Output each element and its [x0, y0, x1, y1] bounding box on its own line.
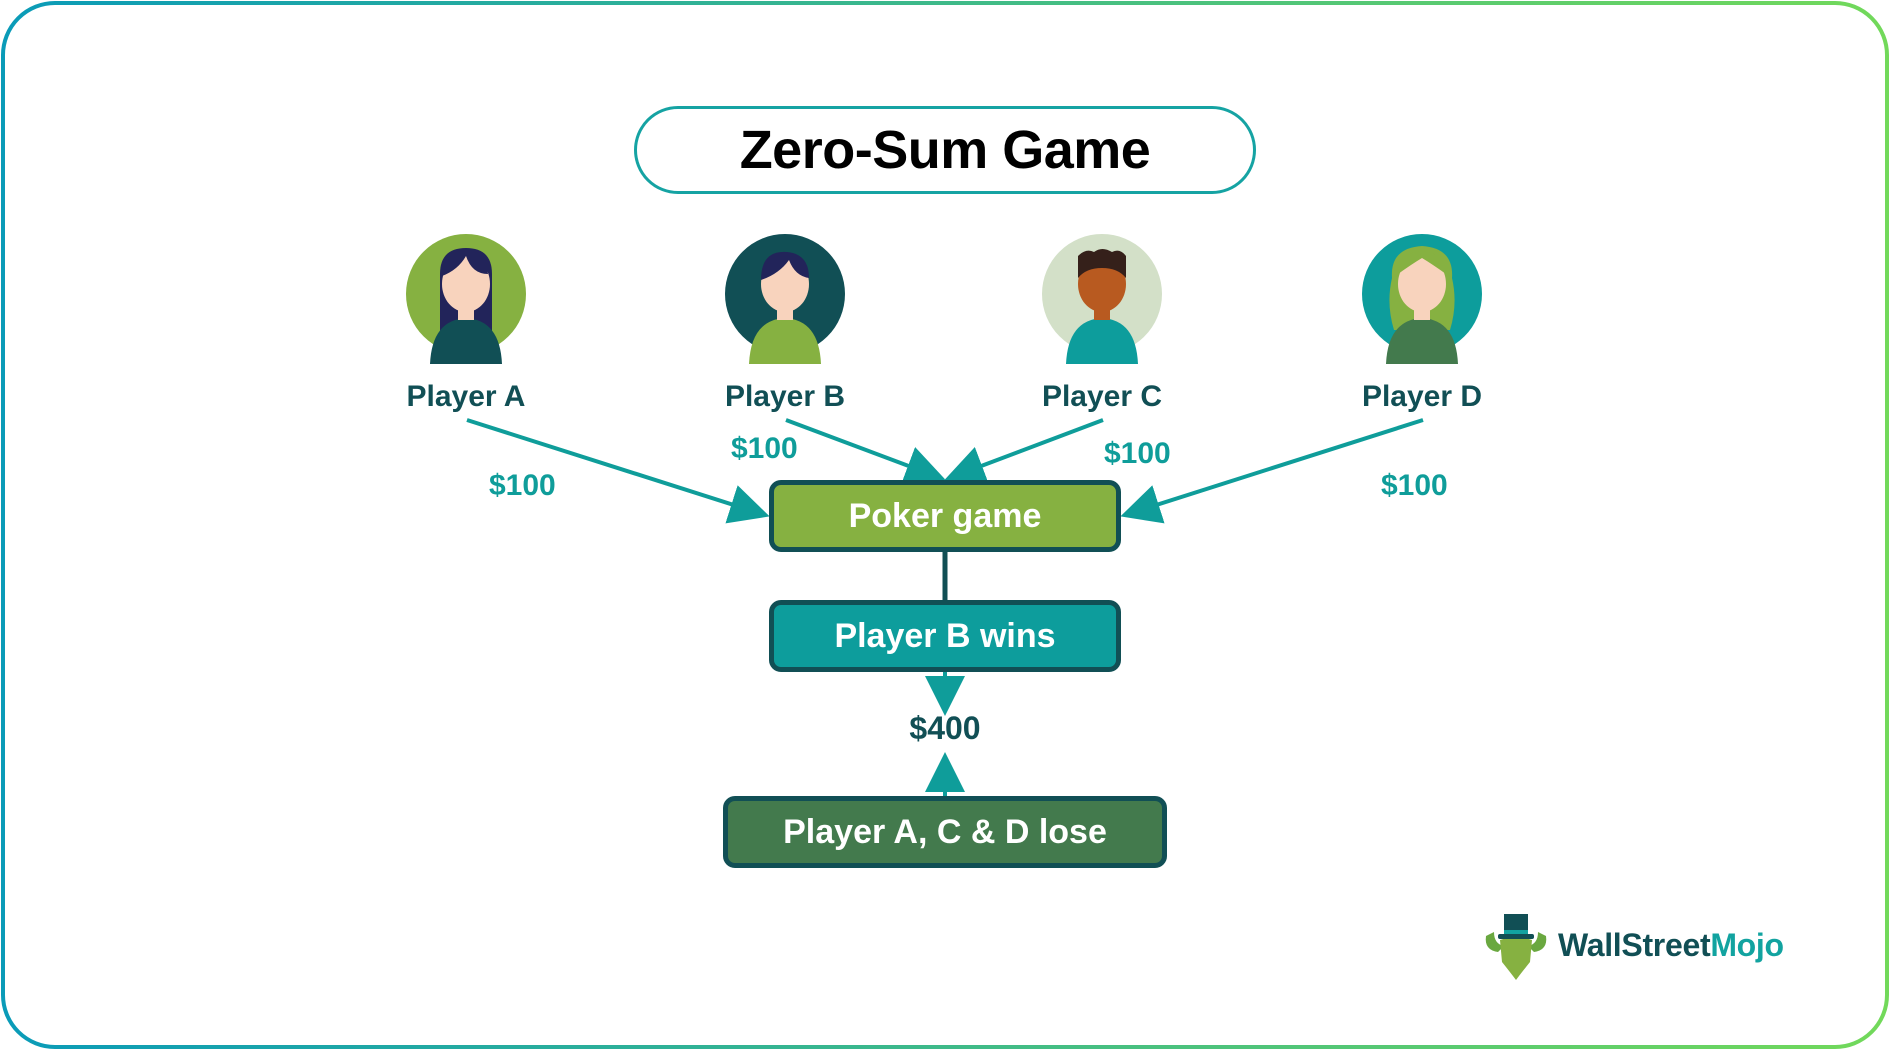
arrow-player-c — [944, 418, 1104, 485]
poker-game-box: Poker game — [769, 480, 1121, 552]
winner-label: Player B wins — [834, 616, 1056, 655]
title-pill: Zero-Sum Game — [634, 106, 1256, 194]
losers-label: Player A, C & D lose — [783, 812, 1107, 851]
poker-game-label: Poker game — [848, 496, 1042, 535]
bull-hat-icon — [1485, 914, 1547, 980]
total-amount: $400 — [909, 710, 981, 746]
avatar-player-b-icon — [725, 234, 845, 364]
arrow-player-b — [785, 418, 946, 485]
wallstreetmojo-logo: WallStreetMojo — [1482, 910, 1784, 980]
amount-player-a: $100 — [489, 469, 556, 502]
arrow-player-a — [466, 418, 770, 524]
losers-box: Player A, C & D lose — [723, 796, 1167, 868]
avatar-player-c-icon — [1042, 234, 1162, 364]
amount-player-b: $100 — [731, 432, 798, 465]
winner-box: Player B wins — [769, 600, 1121, 672]
player-c-label: Player C — [1041, 380, 1163, 413]
logo-text-wallstreet: WallStreet — [1558, 926, 1711, 963]
player-d-label: Player D — [1361, 380, 1483, 413]
player-a-label: Player A — [406, 380, 526, 413]
avatar-player-a-icon — [406, 234, 526, 364]
amount-player-d: $100 — [1381, 469, 1448, 502]
avatar-player-d-icon — [1362, 234, 1482, 364]
page-title: Zero-Sum Game — [739, 120, 1151, 180]
arrow-player-d — [1120, 418, 1424, 524]
logo-text-mojo: Mojo — [1710, 926, 1784, 963]
amount-player-c: $100 — [1104, 437, 1171, 470]
player-b-label: Player B — [724, 380, 846, 413]
